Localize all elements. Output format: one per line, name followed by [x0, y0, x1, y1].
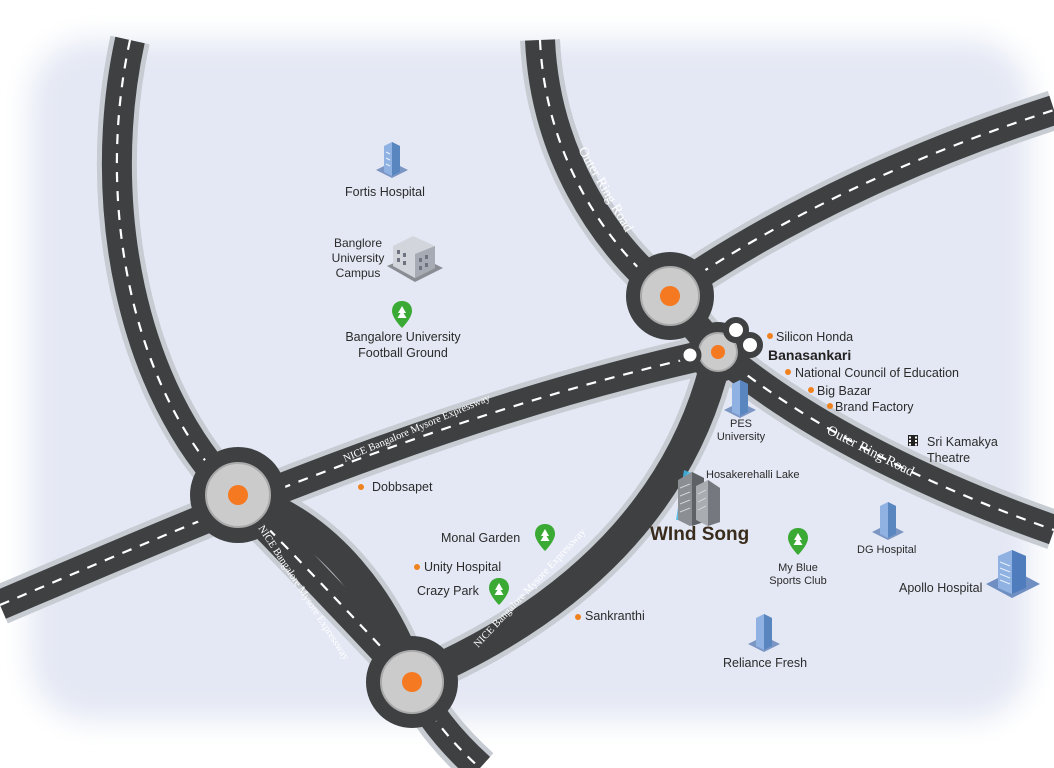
football-ground-label-line: Bangalore University	[345, 330, 461, 344]
roundabout-south	[366, 636, 458, 728]
wind-song-label: WInd Song	[650, 524, 750, 545]
dg-hospital-icon	[872, 502, 904, 540]
crazy-park-label: Crazy Park	[417, 584, 479, 598]
sri-kamakya-label-line: Sri Kamakya	[927, 435, 998, 449]
banasankari-label: Banasankari	[768, 347, 852, 363]
my-blue-sports-club-label: My Blue Sports Club	[760, 562, 836, 588]
sri-kamakya-label: Sri Kamakya Theatre	[927, 434, 998, 466]
roundabouts	[190, 252, 763, 728]
apollo-hospital-icon	[986, 550, 1040, 598]
university-campus-label-line: Campus	[335, 266, 381, 280]
roundabout-banasankari	[678, 317, 763, 382]
campus-building-icon	[387, 236, 443, 282]
my-blue-sports-club-label-line: Sports Club	[769, 575, 827, 587]
sri-kamakya-label-line: Theatre	[927, 451, 971, 465]
dobbsapet-label: Dobbsapet	[372, 480, 433, 494]
film-strip-icon	[908, 435, 918, 446]
poi-dot-icon	[414, 564, 420, 570]
sankranthi-label: Sankranthi	[585, 609, 645, 623]
poi-dot-icon	[767, 333, 773, 339]
project-tower-icon	[676, 470, 720, 526]
poi-dot-icon	[808, 387, 814, 393]
park-pin-icon	[535, 524, 555, 551]
monal-garden-label: Monal Garden	[441, 531, 521, 545]
hosakerehalli-lake-label: Hosakerehalli Lake	[706, 469, 800, 481]
park-pin-icon	[392, 301, 412, 328]
ncoe-label: National Council of Education	[795, 366, 959, 380]
brand-factory-label: Brand Factory	[835, 400, 914, 414]
poi-dot-icon	[358, 484, 364, 490]
football-ground-label-line: Football Ground	[358, 346, 448, 360]
roundabout-west	[190, 447, 286, 543]
unity-hospital-label: Unity Hospital	[424, 560, 502, 574]
football-ground-label: Bangalore University Football Ground	[335, 329, 471, 361]
apollo-hospital-label: Apollo Hospital	[899, 581, 983, 595]
poi-dot-icon	[575, 614, 581, 620]
university-campus-label-line: University	[331, 251, 385, 265]
university-campus-label-line: Banglore	[333, 236, 383, 250]
silicon-honda-label: Silicon Honda	[776, 330, 854, 344]
pes-university-label-line: PES	[729, 418, 752, 430]
park-pin-icon	[489, 578, 509, 605]
big-bazar-label: Big Bazar	[817, 384, 872, 398]
park-pin-icon	[788, 528, 808, 555]
hospital-building-icon	[376, 142, 408, 178]
reliance-fresh-label: Reliance Fresh	[723, 656, 808, 670]
dg-hospital-label: DG Hospital	[857, 544, 917, 556]
university-campus-label: Banglore University Campus	[330, 236, 386, 281]
roundabout-north	[626, 252, 714, 340]
fortis-hospital-label: Fortis Hospital	[345, 185, 425, 199]
pes-university-label-line: University	[716, 431, 766, 443]
pes-university-label: PES University	[712, 418, 770, 444]
my-blue-sports-club-label-line: My Blue	[778, 562, 818, 574]
poi-dot-icon	[785, 369, 791, 375]
poi-dot-icon	[827, 403, 833, 409]
reliance-fresh-icon	[748, 614, 780, 652]
pes-university-icon	[724, 380, 756, 418]
